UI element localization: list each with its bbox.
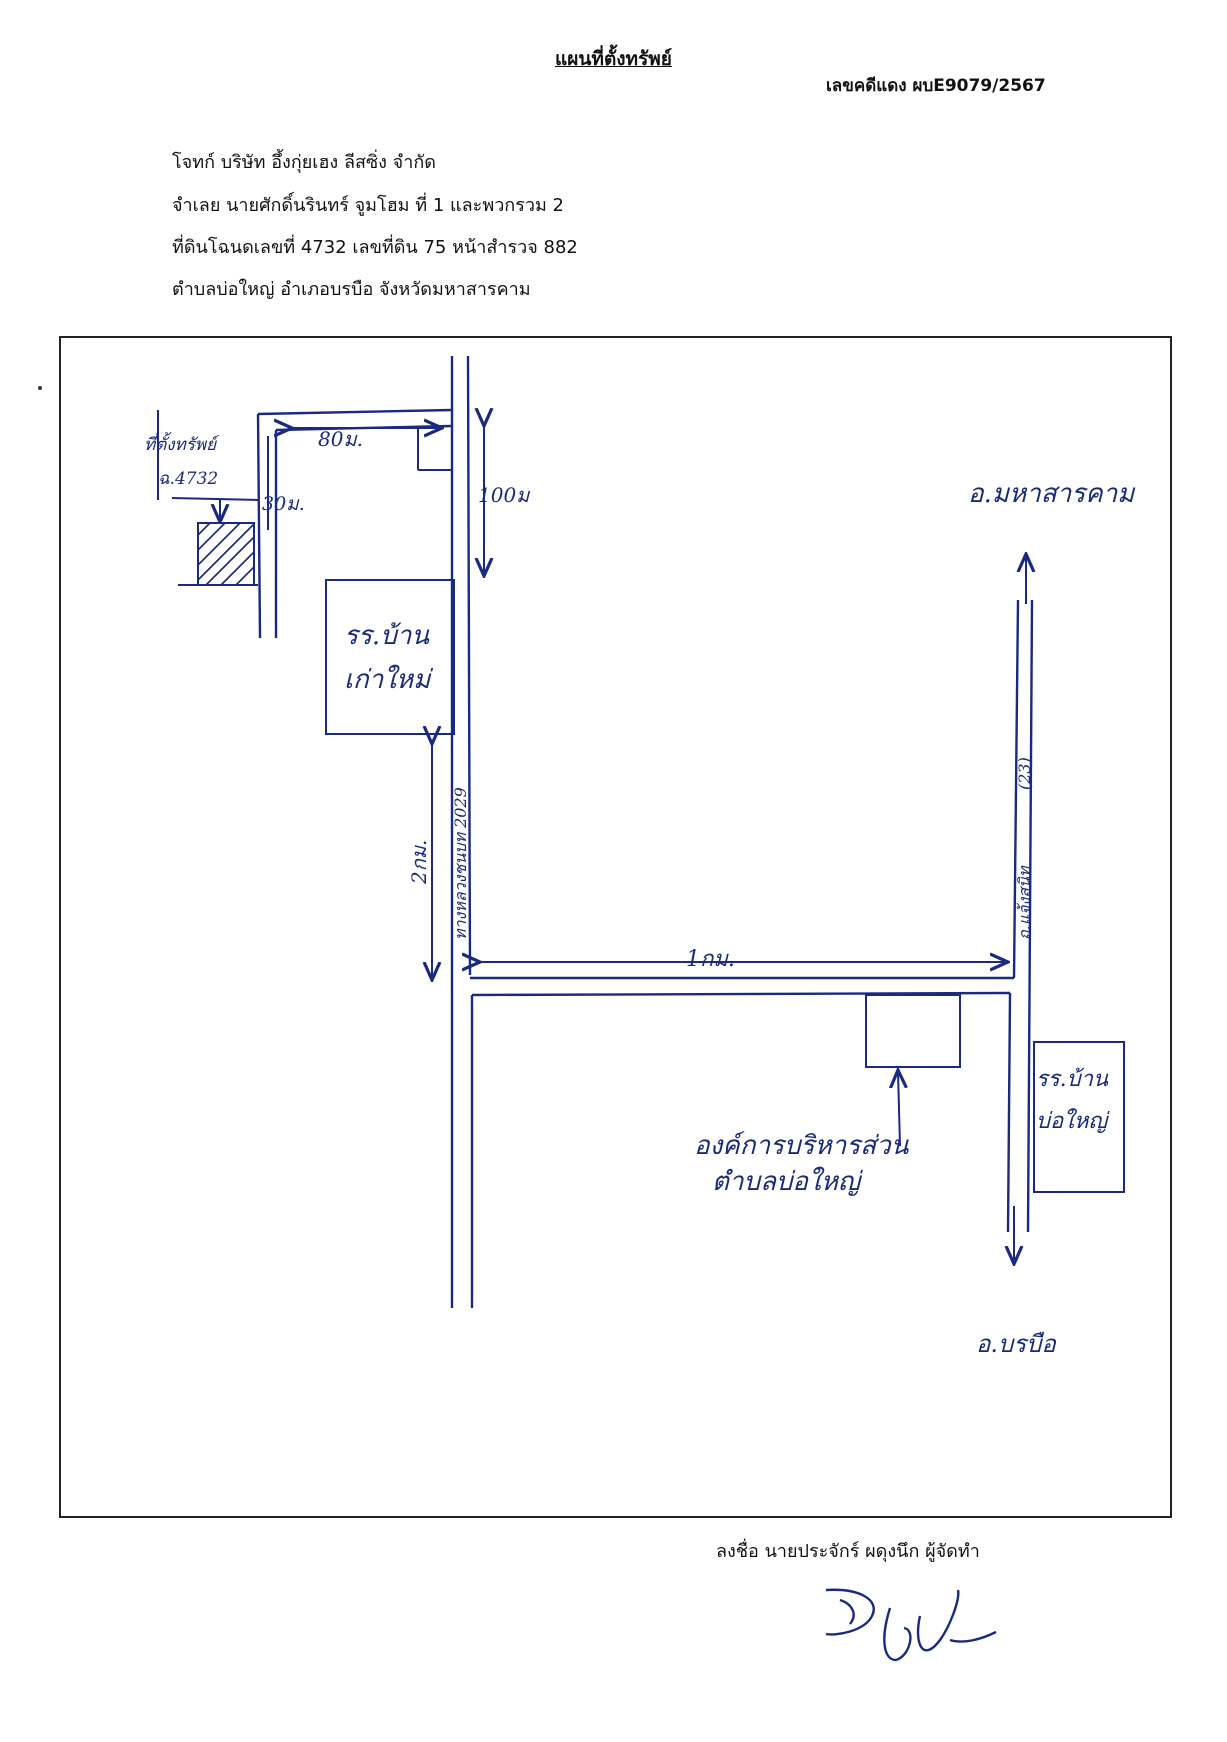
to-mahasarakham-label: อ.มหาสารคาม bbox=[968, 479, 1136, 509]
dim-2km-label: 2กม. bbox=[407, 840, 431, 885]
sao-label-1: องค์การบริหารส่วน bbox=[694, 1131, 910, 1161]
sao-building-box bbox=[865, 994, 961, 1068]
school-bo-yai-label-2: บ่อใหญ่ bbox=[1036, 1108, 1110, 1134]
school-kao-mai-box bbox=[325, 579, 455, 735]
school-kao-mai-label-1: รร.บ้าน bbox=[344, 621, 430, 651]
road-number-label: (23) bbox=[1015, 757, 1034, 790]
speck bbox=[38, 386, 42, 390]
signer-line: ลงชื่อ นายประจักร์ ผดุงนึก ผู้จัดทำ bbox=[716, 1541, 980, 1562]
school-bo-yai-box bbox=[1033, 1041, 1125, 1193]
dim-1km-label: 1กม. bbox=[686, 947, 735, 972]
side-road-top bbox=[257, 408, 453, 416]
deed-label: ฉ.4732 bbox=[158, 469, 218, 489]
road-2029-label: ทางหลวงชนบท 2029 bbox=[451, 787, 470, 940]
page-title: แผนที่ตั้งทรัพย์ bbox=[555, 48, 672, 70]
road-2029-right-edge bbox=[466, 355, 472, 976]
chaeng-sanit-left-edge bbox=[1012, 599, 1020, 979]
to-borabue-label: อ.บรบือ bbox=[976, 1330, 1057, 1358]
map-frame bbox=[59, 336, 1172, 1518]
defendant-line: จำเลย นายศักดิ์นรินทร์ จูมโฮม ที่ 1 และพ… bbox=[172, 195, 565, 216]
deed-line: ที่ดินโฉนดเลขที่ 4732 เลขที่ดิน 75 หน้าส… bbox=[172, 237, 578, 258]
signature-scribble bbox=[825, 1588, 997, 1662]
chaeng-sanit-label: ถ.แจ้งสนิท bbox=[1015, 865, 1034, 940]
chaeng-sanit-left-edge-lower bbox=[1006, 992, 1012, 1233]
location-line: ตำบลบ่อใหญ่ อำเภอบรบือ จังหวัดมหาสารคาม bbox=[172, 279, 531, 300]
connector-road-bottom bbox=[471, 991, 1011, 997]
dim-80m-label: 80ม. bbox=[318, 427, 363, 451]
dim-100m-label: 100ม bbox=[478, 483, 531, 507]
school-bo-yai-label-1: รร.บ้าน bbox=[1036, 1067, 1109, 1092]
case-number: เลขคดีแดง ผบE9079/2567 bbox=[826, 76, 1046, 96]
side-road-left bbox=[256, 413, 262, 639]
plot-line bbox=[171, 497, 259, 501]
property-hatch bbox=[197, 522, 255, 586]
dim-30m-label: 30ม. bbox=[262, 493, 305, 515]
property-label: ที่ตั้งทรัพย์ bbox=[144, 431, 220, 455]
sao-label-2: ตำบลบ่อใหญ่ bbox=[712, 1166, 863, 1197]
sao-pointer-arrow bbox=[898, 1072, 900, 1147]
chaeng-sanit-right-edge bbox=[1026, 599, 1034, 1233]
plaintiff-line: โจทก์ บริษัท อึ้งกุ่ยเฮง ลีสซิ่ง จำกัด bbox=[172, 152, 436, 173]
school-kao-mai-label-2: เก่าใหม่ bbox=[344, 664, 433, 695]
